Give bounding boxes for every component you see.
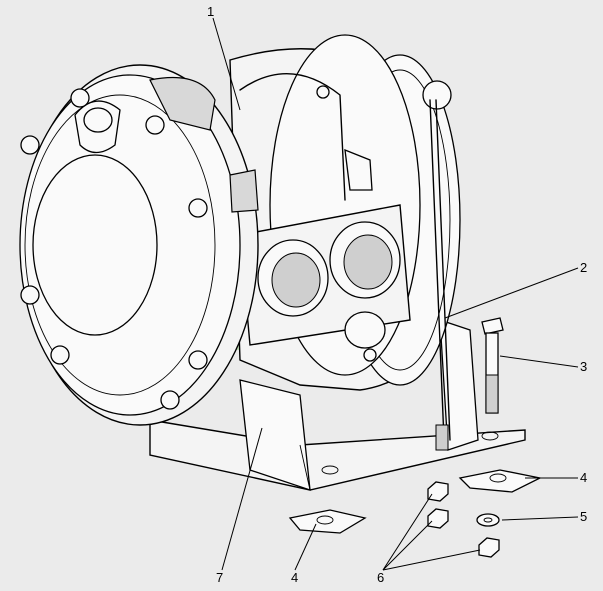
callout-2: 2 — [580, 260, 587, 275]
callout-5: 5 — [580, 509, 587, 524]
front-cover — [19, 64, 259, 426]
callout-4-bottom: 4 — [291, 570, 298, 585]
stud-bolt — [429, 99, 451, 451]
port-block — [239, 204, 411, 349]
callout-labels: 1 2 3 4 5 7 4 6 — [207, 4, 587, 585]
callout-4-right: 4 — [580, 470, 587, 485]
flange-bolts — [20, 88, 208, 410]
hex-bolt — [481, 317, 504, 414]
callout-1: 1 — [207, 4, 214, 19]
loose-fasteners — [288, 469, 542, 558]
leader-lines — [212, 17, 579, 571]
callout-3: 3 — [580, 359, 587, 374]
callout-7: 7 — [216, 570, 223, 585]
callout-6: 6 — [377, 570, 384, 585]
